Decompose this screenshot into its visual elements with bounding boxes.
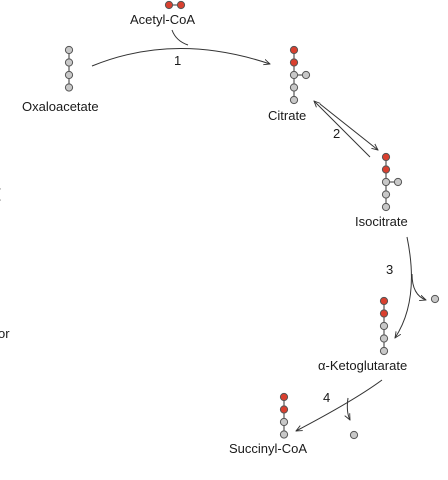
co2-released-step4 bbox=[349, 430, 359, 440]
step-1-number: 1 bbox=[174, 53, 182, 68]
alpha-ketoglutarate-label: α-Ketoglutarate bbox=[318, 358, 408, 373]
step3-co2-branch bbox=[411, 273, 426, 300]
isocitrate-label: Isocitrate bbox=[355, 214, 408, 229]
oxaloacetate-molecule bbox=[64, 45, 74, 92]
left-edge-bracket-fragment: [ bbox=[0, 186, 1, 202]
step1-acetyl-coa-input bbox=[171, 29, 189, 46]
step2-reverse-arrow bbox=[314, 101, 371, 158]
acetyl-coa-label: Acetyl-CoA bbox=[130, 12, 196, 27]
step2-forward-arrow bbox=[319, 103, 378, 150]
step3-main-arrow bbox=[395, 236, 412, 338]
co2-released-step3 bbox=[430, 294, 440, 304]
acetyl-coa-molecule bbox=[164, 0, 186, 10]
succinyl-coa-label: Succinyl-CoA bbox=[229, 441, 308, 456]
step4-co2-branch bbox=[347, 397, 350, 420]
oxaloacetate-label: Oxaloacetate bbox=[22, 99, 99, 114]
left-edge-or-fragment: or bbox=[0, 326, 10, 341]
step4-main-arrow bbox=[296, 379, 383, 431]
alpha-ketoglutarate-molecule bbox=[379, 296, 389, 356]
step-3-number: 3 bbox=[386, 262, 394, 277]
citrate-molecule bbox=[289, 45, 311, 105]
succinyl-coa-molecule bbox=[279, 392, 289, 439]
step-2-number: 2 bbox=[333, 126, 341, 141]
step-4-number: 4 bbox=[323, 390, 331, 405]
isocitrate-molecule bbox=[381, 152, 403, 212]
step1-main-arrow bbox=[91, 48, 270, 67]
citrate-label: Citrate bbox=[268, 108, 307, 123]
